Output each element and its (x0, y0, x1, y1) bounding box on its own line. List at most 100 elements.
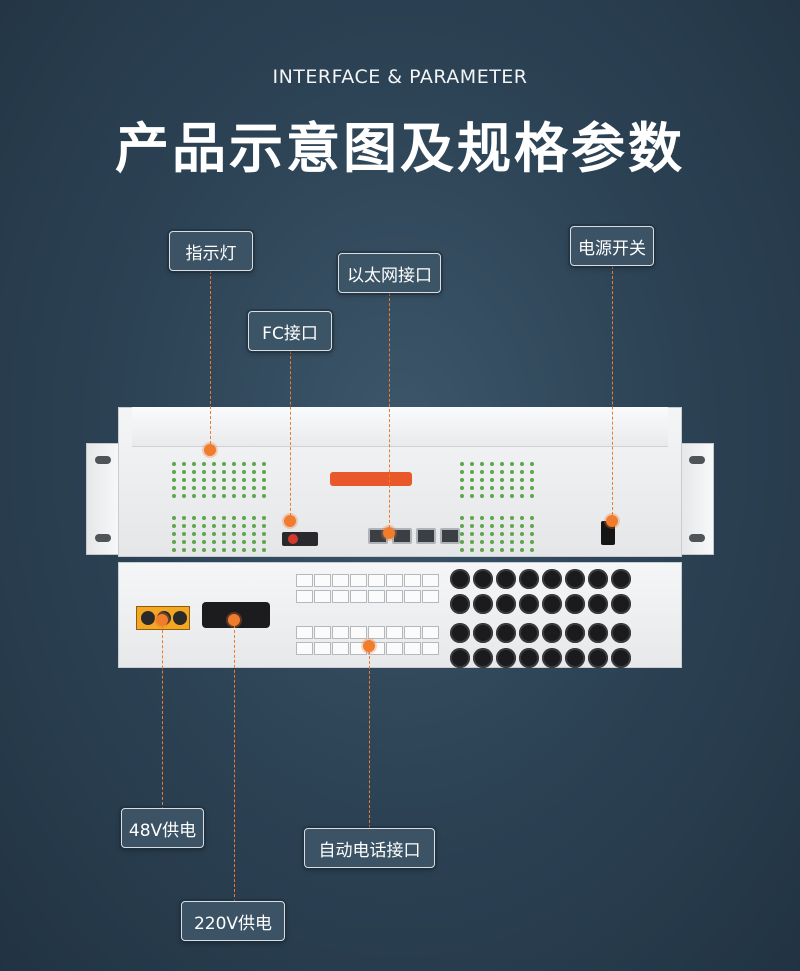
round-port (519, 648, 539, 668)
orange-dot-icon (383, 527, 395, 539)
led-panel-right-bottom (460, 516, 534, 552)
status-led (530, 478, 534, 482)
status-led (480, 494, 484, 498)
status-led (172, 524, 176, 528)
status-led (262, 486, 266, 490)
status-led (212, 470, 216, 474)
status-led (212, 486, 216, 490)
status-led (172, 516, 176, 520)
status-led (262, 478, 266, 482)
status-led (530, 486, 534, 490)
status-led (510, 470, 514, 474)
status-led (470, 470, 474, 474)
status-led (490, 470, 494, 474)
status-led (192, 516, 196, 520)
status-led (172, 532, 176, 536)
orange-dot-icon (284, 515, 296, 527)
status-led (490, 524, 494, 528)
round-port (588, 648, 608, 668)
status-led (232, 548, 236, 552)
round-port (450, 569, 470, 589)
round-port (542, 594, 562, 614)
rj11-port (350, 590, 367, 603)
status-led (222, 524, 226, 528)
status-led (212, 478, 216, 482)
rj11-port (386, 642, 403, 655)
status-led (252, 516, 256, 520)
status-led (480, 524, 484, 528)
status-led (192, 532, 196, 536)
status-led (262, 494, 266, 498)
status-led (470, 548, 474, 552)
status-led (182, 548, 186, 552)
power-rocker-switch (601, 521, 615, 545)
status-led (172, 548, 176, 552)
callout-auto-phone-port: 自动电话接口 (304, 828, 435, 868)
round-port (496, 594, 516, 614)
callout-power-switch: 电源开关 (570, 226, 654, 266)
status-led (530, 524, 534, 528)
rj11-port (296, 642, 313, 655)
status-led (182, 486, 186, 490)
status-led (242, 470, 246, 474)
leader-indicator (210, 271, 211, 449)
round-port (473, 569, 493, 589)
orange-dot-icon (156, 614, 168, 626)
status-led (530, 532, 534, 536)
round-port (565, 569, 585, 589)
orange-dot-icon (228, 614, 240, 626)
rj11-port (404, 642, 421, 655)
leader-ethernet (389, 293, 390, 533)
status-led (202, 524, 206, 528)
status-led (262, 532, 266, 536)
status-led (192, 540, 196, 544)
round-port (519, 569, 539, 589)
status-led (520, 478, 524, 482)
status-led (202, 494, 206, 498)
brand-logo (330, 472, 412, 486)
status-led (192, 548, 196, 552)
status-led (252, 524, 256, 528)
round-port (542, 623, 562, 643)
status-led (530, 462, 534, 466)
status-led (480, 462, 484, 466)
status-led (470, 532, 474, 536)
status-led (202, 540, 206, 544)
leader-220v (234, 620, 235, 902)
status-led (460, 524, 464, 528)
orange-dot-icon (363, 640, 375, 652)
round-port (611, 594, 631, 614)
status-led (520, 494, 524, 498)
status-led (500, 486, 504, 490)
rj11-port (332, 574, 349, 587)
status-led (460, 548, 464, 552)
status-led (470, 540, 474, 544)
upper-unit-lid (132, 407, 668, 447)
status-led (510, 548, 514, 552)
status-led (510, 540, 514, 544)
status-led (222, 540, 226, 544)
leader-phone (369, 646, 370, 828)
callout-220v-power: 220V供电 (181, 901, 285, 941)
status-led (460, 478, 464, 482)
status-led (182, 516, 186, 520)
orange-dot-icon (606, 515, 618, 527)
status-led (520, 524, 524, 528)
status-led (232, 462, 236, 466)
status-led (192, 494, 196, 498)
status-led (490, 462, 494, 466)
status-led (510, 478, 514, 482)
round-port-bank-lower (450, 623, 631, 668)
status-led (262, 540, 266, 544)
status-led (182, 494, 186, 498)
leader-switch (612, 266, 613, 520)
status-led (530, 494, 534, 498)
status-led (520, 462, 524, 466)
rj11-port (314, 590, 331, 603)
status-led (500, 540, 504, 544)
round-port (473, 594, 493, 614)
status-led (222, 486, 226, 490)
led-panel-left-top (172, 462, 266, 498)
status-led (242, 532, 246, 536)
status-led (242, 524, 246, 528)
